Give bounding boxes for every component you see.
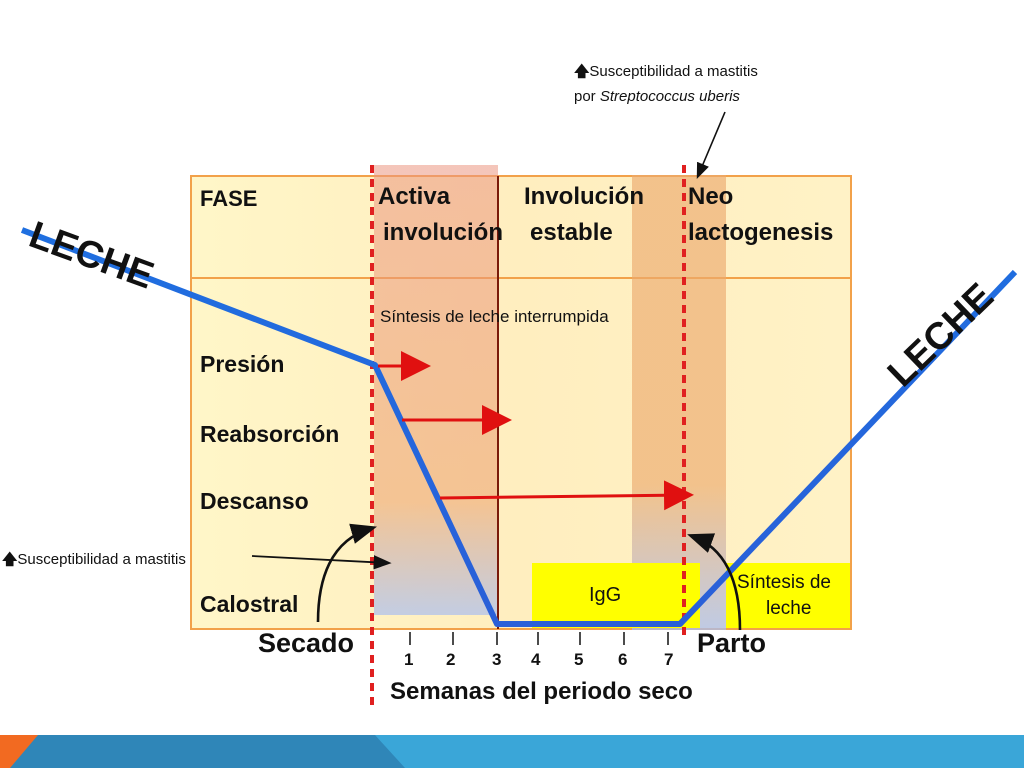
week-label: 4 xyxy=(531,650,541,669)
up-arrow-icon: 🡅 xyxy=(2,551,18,568)
left-annotation-arrow xyxy=(251,555,392,570)
parto-label: Parto xyxy=(697,628,767,658)
milk-line xyxy=(20,227,1018,627)
top-annotation-arrow xyxy=(696,111,726,179)
up-arrow-icon: 🡅 xyxy=(574,63,590,80)
sintesis-leche-label-1: Síntesis de xyxy=(737,572,831,593)
row-descanso: Descanso xyxy=(200,488,309,514)
secado-curved-arrow xyxy=(316,523,377,623)
sintesis-leche-label-2: leche xyxy=(766,598,812,619)
neo-column-shade xyxy=(632,175,726,630)
left-annotation: 🡅Susceptibilidad a mastitis xyxy=(2,551,186,568)
igg-label: IgG xyxy=(589,584,622,606)
igg-box xyxy=(532,563,700,628)
week-label: 1 xyxy=(404,650,414,669)
row-presion: Presión xyxy=(200,351,285,377)
week-label: 2 xyxy=(446,650,456,669)
row-calostral: Calostral xyxy=(200,591,299,617)
xaxis-label: Semanas del periodo seco xyxy=(390,678,693,705)
row-reabsorcion: Reabsorción xyxy=(200,421,340,447)
week3-divider xyxy=(497,176,499,629)
estable-header-1: Involución xyxy=(524,183,644,210)
sintesis-interrumpida-label: Síntesis de leche interrumpida xyxy=(380,307,609,326)
top-annotation-line2: por Streptococcus uberis xyxy=(574,88,740,105)
activa-header-2: involución xyxy=(383,219,503,246)
sintesis-leche-box xyxy=(726,563,850,628)
fase-header: FASE xyxy=(200,186,258,211)
footer-bar xyxy=(0,735,1024,768)
week-label: 6 xyxy=(618,650,628,669)
diagram-panel xyxy=(190,175,852,630)
activa-column-shade xyxy=(374,165,498,615)
header-divider xyxy=(190,277,852,279)
week-label: 3 xyxy=(492,650,502,669)
estable-header-2: estable xyxy=(530,219,613,246)
neo-header-1: Neo xyxy=(688,183,734,210)
week-ticks xyxy=(409,632,669,645)
neo-header-2: lactogenesis xyxy=(688,219,834,246)
secado-label: Secado xyxy=(258,628,355,658)
parto-curved-arrow xyxy=(687,533,742,631)
top-annotation-line1: 🡅Susceptibilidad a mastitis xyxy=(574,63,758,80)
descanso-arrow xyxy=(439,480,694,511)
activa-header-1: Activa xyxy=(378,183,451,210)
week-label: 7 xyxy=(664,650,674,669)
week-label: 5 xyxy=(574,650,584,669)
